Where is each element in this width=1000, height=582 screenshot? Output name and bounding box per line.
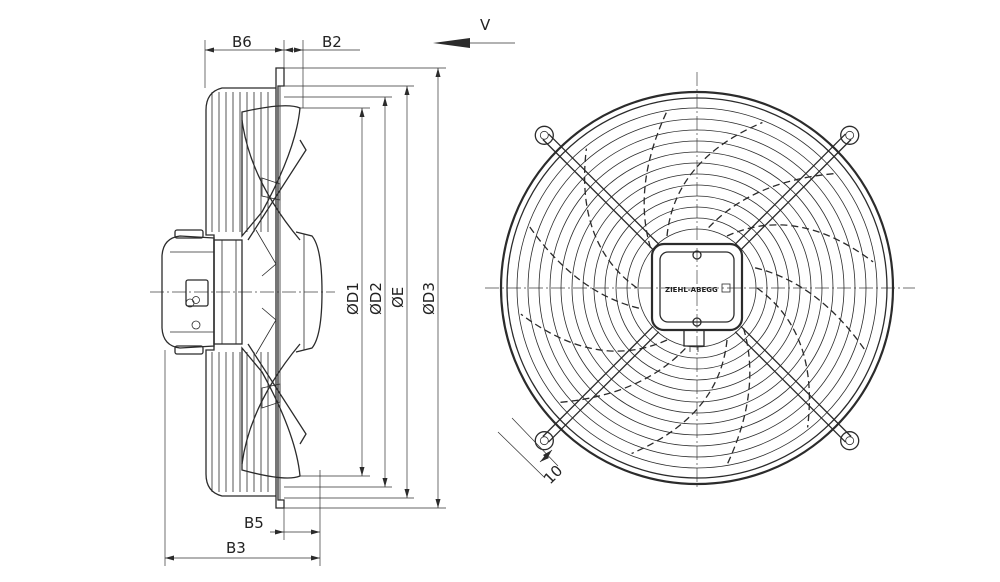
mounting-eye	[534, 125, 554, 145]
label-airflow: V	[480, 16, 491, 34]
dimension-top: B6 B2	[204, 33, 360, 108]
guard-ring	[604, 195, 790, 381]
guard-strut	[542, 325, 660, 443]
mounting-eye	[534, 431, 554, 451]
guard-strut	[734, 133, 852, 251]
guard-outer-ring	[499, 90, 895, 486]
label-e: ØE	[389, 287, 407, 308]
impeller-blade	[631, 326, 751, 464]
dimension-diameters: ØD1 ØD2 ØE ØD3	[284, 67, 446, 509]
guard-ring	[549, 140, 845, 436]
guard-struts	[534, 125, 860, 451]
dimension-bottom: B5 B3	[164, 350, 321, 566]
guard-ring	[527, 118, 867, 458]
guard-ring	[615, 206, 779, 370]
label-b2: B2	[322, 33, 342, 51]
guard-ring	[506, 97, 888, 479]
guard-ring	[626, 217, 768, 359]
guard-ring	[538, 129, 856, 447]
guard-strut	[734, 325, 852, 443]
label-d2: ØD2	[367, 282, 385, 315]
label-b6: B6	[232, 33, 252, 51]
dimension-gap: 10	[497, 417, 566, 488]
guard-ring	[571, 162, 823, 414]
impeller-blade	[706, 173, 874, 263]
impeller-side	[241, 105, 307, 479]
impeller-blade	[643, 112, 763, 250]
mounting-hole	[539, 436, 549, 446]
guard-ring	[637, 228, 757, 348]
mounting-hole	[845, 130, 855, 140]
arrow-left-icon	[433, 38, 470, 48]
label-b3: B3	[226, 539, 246, 557]
label-gap: 10	[540, 462, 566, 488]
label-d1: ØD1	[344, 282, 362, 315]
label-d3: ØD3	[420, 282, 438, 315]
mounting-eye	[840, 431, 860, 451]
side-view: B6 B2 B5 B3	[150, 16, 515, 566]
guard-ring	[582, 173, 812, 403]
front-view: ZIEHL-ABEGG 10	[485, 72, 915, 490]
guard-strut	[542, 133, 660, 251]
motor-front: ZIEHL-ABEGG	[650, 242, 744, 352]
airflow-indicator: V	[433, 16, 515, 48]
guard-rings	[499, 90, 895, 486]
mounting-eye	[840, 125, 860, 145]
guard-ring	[516, 107, 878, 469]
guard-ring	[560, 151, 834, 425]
impeller-blade	[520, 313, 688, 403]
guard-ring	[593, 184, 801, 392]
mounting-hole	[539, 130, 549, 140]
brand-text: ZIEHL-ABEGG	[665, 286, 718, 294]
mounting-hole	[845, 436, 855, 446]
motor-side	[161, 229, 323, 355]
ziehl-abegg-logo-icon	[721, 283, 731, 293]
label-b5: B5	[244, 514, 264, 532]
